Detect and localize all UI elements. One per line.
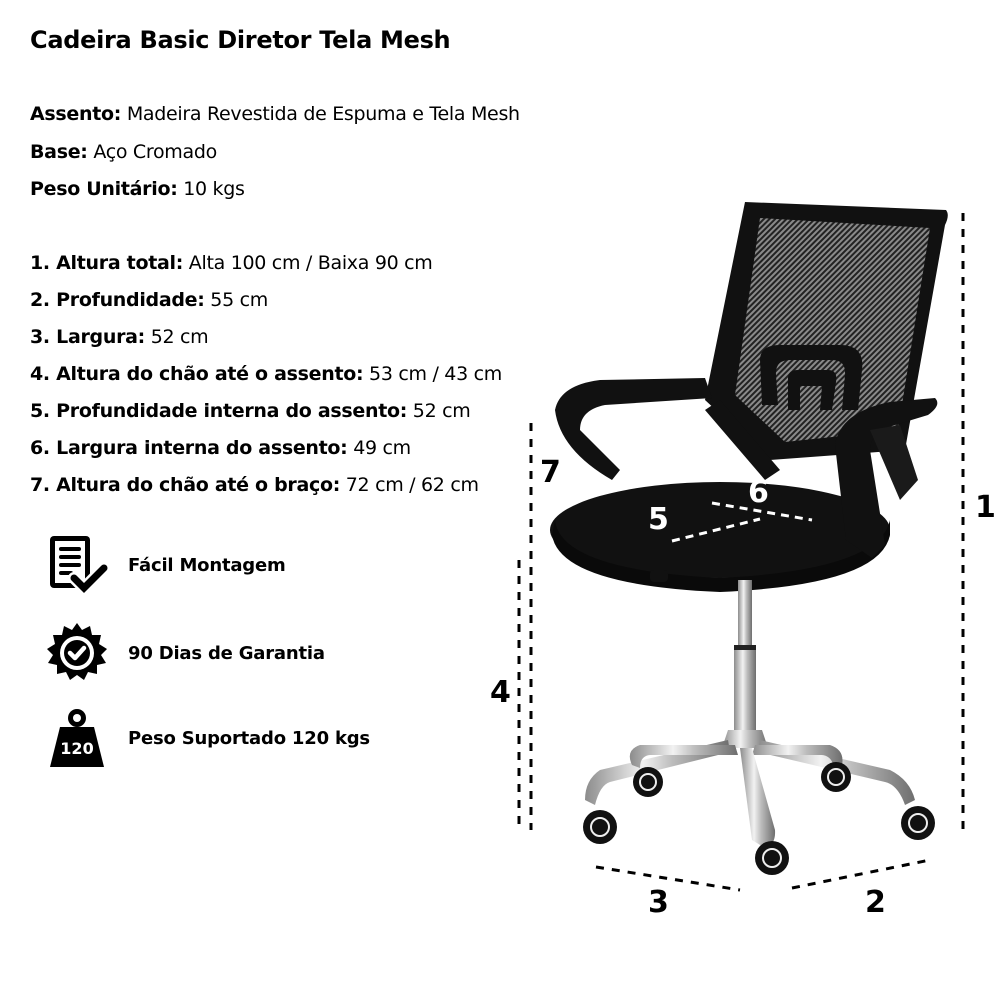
chair-illustration xyxy=(517,202,965,892)
measure-value: 52 cm xyxy=(407,400,471,422)
measure-arm-height: 7. Altura do chão até o braço: 72 cm / 6… xyxy=(30,474,479,496)
feature-weight-capacity: 120 Peso Suportado 120 kgs xyxy=(44,705,370,771)
spec-value: 10 kgs xyxy=(177,178,245,200)
dimension-label-2: 2 xyxy=(865,885,886,920)
chair-diagram: 1 2 3 4 5 6 7 xyxy=(480,180,1000,940)
feature-label: 90 Dias de Garantia xyxy=(128,642,325,664)
weight-icon: 120 xyxy=(44,705,110,771)
measure-value: Alta 100 cm / Baixa 90 cm xyxy=(183,252,433,274)
caster-wheels xyxy=(583,762,935,875)
dimension-label-7: 7 xyxy=(540,455,561,490)
measure-value: 72 cm / 62 cm xyxy=(340,474,479,496)
spec-seat: Assento: Madeira Revestida de Espuma e T… xyxy=(30,103,520,125)
product-title: Cadeira Basic Diretor Tela Mesh xyxy=(30,26,451,54)
dimension-label-3: 3 xyxy=(648,885,669,920)
dimension-label-1: 1 xyxy=(975,490,996,525)
measure-depth: 2. Profundidade: 55 cm xyxy=(30,289,268,311)
dimension-label-4: 4 xyxy=(490,675,511,710)
measure-label: 5. Profundidade interna do assento: xyxy=(30,400,408,422)
measure-total-height: 1. Altura total: Alta 100 cm / Baixa 90 … xyxy=(30,252,433,274)
spec-base: Base: Aço Cromado xyxy=(30,141,217,163)
feature-label: Fácil Montagem xyxy=(128,554,286,576)
dimension-label-6: 6 xyxy=(748,475,769,510)
feature-label: Peso Suportado 120 kgs xyxy=(128,727,370,749)
dimension-label-5: 5 xyxy=(648,502,669,537)
feature-warranty: 90 Dias de Garantia xyxy=(44,620,325,686)
warranty-badge-icon xyxy=(44,620,110,686)
measure-label: 7. Altura do chão até o braço: xyxy=(30,474,341,496)
spec-label: Assento: xyxy=(30,103,122,125)
measure-seat-height: 4. Altura do chão até o assento: 53 cm /… xyxy=(30,363,502,385)
measure-seat-depth: 5. Profundidade interna do assento: 52 c… xyxy=(30,400,471,422)
measure-label: 4. Altura do chão até o assento: xyxy=(30,363,364,385)
spec-value: Aço Cromado xyxy=(87,141,217,163)
measure-seat-width: 6. Largura interna do assento: 49 cm xyxy=(30,437,411,459)
feature-easy-assembly: Fácil Montagem xyxy=(44,532,286,598)
measure-label: 6. Largura interna do assento: xyxy=(30,437,348,459)
weight-badge-text: 120 xyxy=(60,739,94,758)
measure-label: 3. Largura: xyxy=(30,326,145,348)
measure-value: 49 cm xyxy=(347,437,411,459)
measure-value: 53 cm / 43 cm xyxy=(363,363,502,385)
checklist-document-icon xyxy=(44,532,110,598)
measure-value: 52 cm xyxy=(144,326,209,348)
measure-width: 3. Largura: 52 cm xyxy=(30,326,209,348)
measure-label: 2. Profundidade: xyxy=(30,289,205,311)
spec-value: Madeira Revestida de Espuma e Tela Mesh xyxy=(121,103,520,125)
measure-label: 1. Altura total: xyxy=(30,252,184,274)
measure-value: 55 cm xyxy=(204,289,268,311)
spec-unit-weight: Peso Unitário: 10 kgs xyxy=(30,178,245,200)
spec-label: Base: xyxy=(30,141,88,163)
spec-label: Peso Unitário: xyxy=(30,178,178,200)
